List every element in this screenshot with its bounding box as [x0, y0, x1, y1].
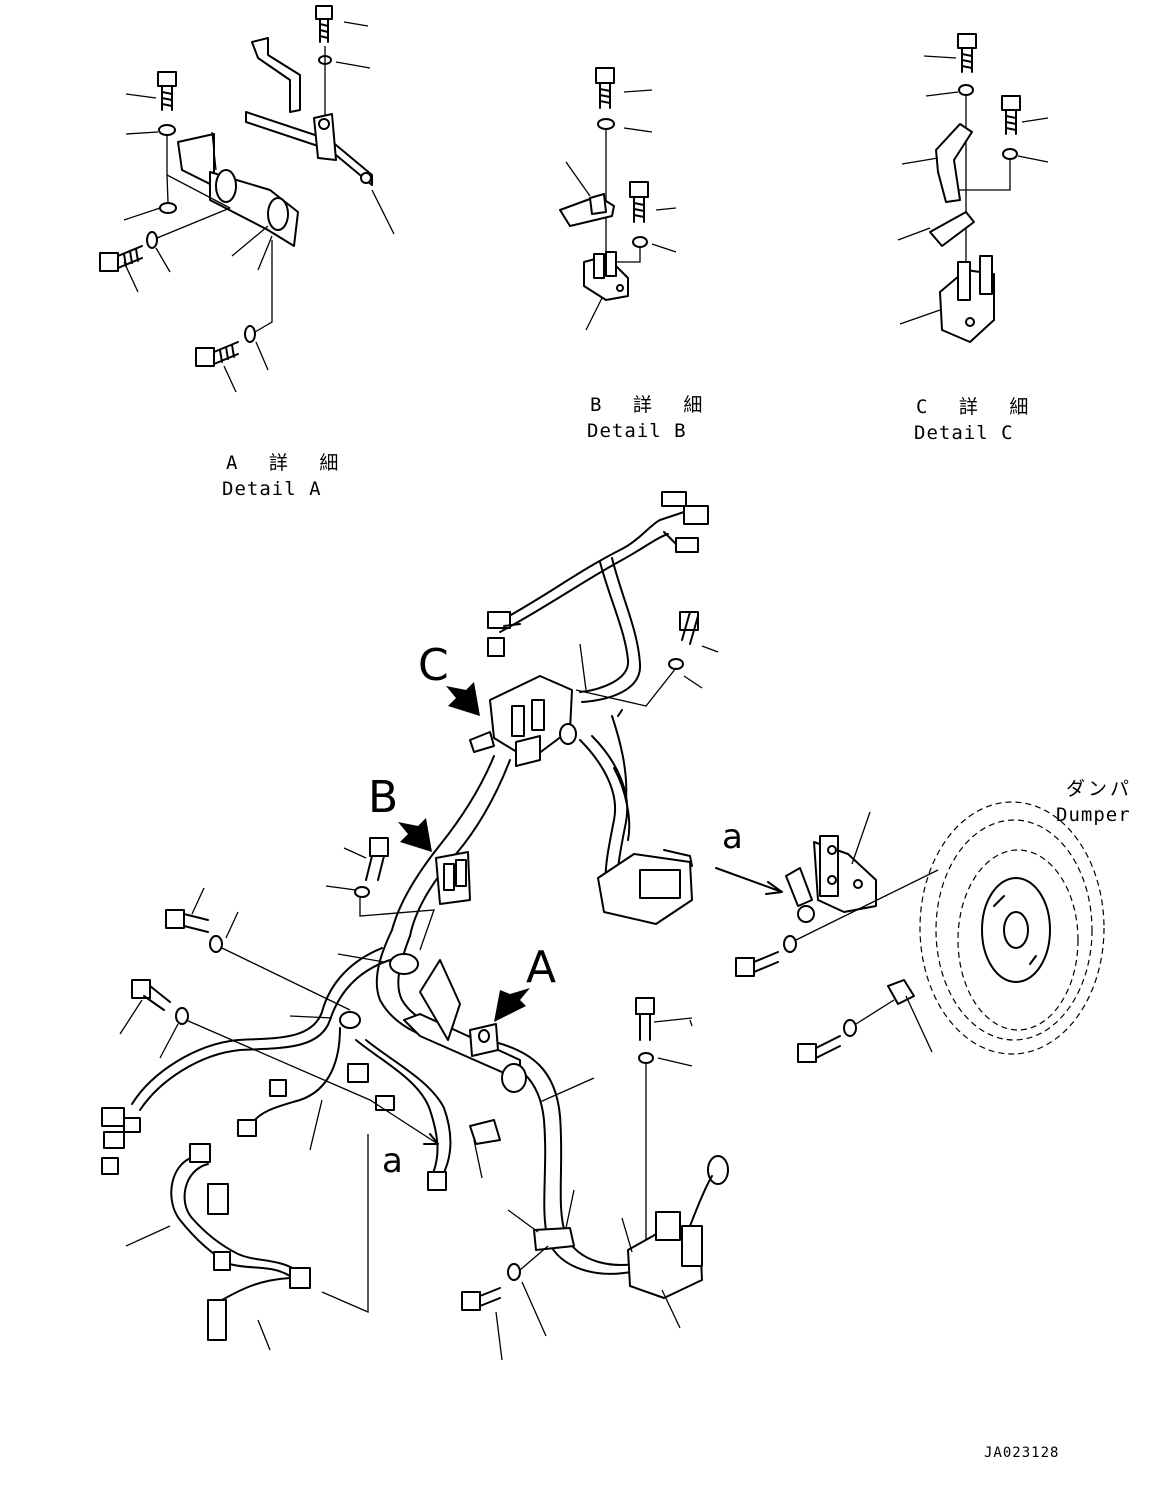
- standoff-bracket: [583, 251, 629, 301]
- dumper-en-label: Dumper: [1056, 804, 1131, 826]
- reference-a-upper: a: [722, 817, 743, 857]
- view-marker-a: A: [526, 942, 557, 993]
- clip: [339, 1011, 361, 1029]
- bolt: [315, 5, 333, 43]
- view-arrow-a: [494, 988, 530, 1022]
- mounting-bracket: [245, 37, 373, 186]
- view-marker-c: C: [418, 640, 449, 691]
- bolt: [157, 71, 177, 111]
- bolt: [679, 611, 699, 645]
- view-marker-b: B: [368, 772, 399, 823]
- dumper-jp-label: ダンパ: [1066, 778, 1133, 800]
- reference-a-lower: a: [382, 1141, 403, 1181]
- ref-arrow: [715, 867, 783, 895]
- washer: [159, 202, 177, 214]
- bolt: [195, 341, 239, 367]
- detail-c-en-label: Detail C: [914, 422, 1014, 444]
- washer: [668, 658, 684, 670]
- washer: [158, 124, 176, 136]
- washer: [1002, 148, 1018, 160]
- detail-a-jp-label: A 詳 細: [226, 452, 349, 474]
- bolt: [629, 181, 649, 223]
- sensor-bracket: [785, 835, 877, 923]
- washer: [209, 935, 223, 953]
- clip: [469, 1119, 501, 1145]
- connector-housing: [597, 849, 693, 925]
- bolt: [635, 997, 655, 1041]
- connector: [189, 1143, 311, 1341]
- connector: [487, 611, 521, 657]
- bolt: [165, 909, 209, 933]
- drawing-code: JA023128: [984, 1445, 1060, 1461]
- washer: [843, 1019, 857, 1037]
- detail-c-jp-label: C 詳 細: [916, 396, 1039, 418]
- dumper-disc: [919, 801, 1105, 1055]
- connector: [659, 491, 709, 553]
- bolt: [735, 951, 779, 977]
- bolt: [365, 837, 389, 881]
- bolt: [957, 33, 977, 73]
- view-arrow-c: [446, 682, 480, 716]
- harness-section: [177, 133, 299, 247]
- standoff-bracket: [939, 255, 995, 343]
- washer: [783, 935, 797, 953]
- washer: [958, 84, 974, 96]
- view-arrow-b: [398, 818, 432, 852]
- washer: [597, 118, 615, 130]
- bolt: [595, 67, 615, 109]
- junction-block-c: [469, 675, 577, 761]
- detail-a-en-label: Detail A: [222, 478, 322, 500]
- detail-c-illustration: [897, 33, 1049, 343]
- harness-section: [929, 123, 975, 247]
- detail-b-jp-label: B 詳 細: [590, 394, 713, 416]
- connector: [237, 1079, 287, 1137]
- connector: [101, 1107, 141, 1175]
- washer: [632, 236, 648, 248]
- bolt: [461, 1287, 501, 1311]
- washer: [244, 325, 256, 343]
- bolt: [99, 245, 143, 272]
- washer: [507, 1263, 521, 1281]
- clip: [515, 735, 541, 767]
- washer: [638, 1052, 654, 1064]
- clamp: [533, 1227, 575, 1251]
- detail-b-illustration: [559, 67, 677, 331]
- washer: [175, 1007, 189, 1025]
- bolt: [131, 979, 171, 1011]
- detail-b-en-label: Detail B: [587, 420, 687, 442]
- standoff-bracket-b: [435, 851, 471, 905]
- detail-a-illustration: [99, 5, 395, 393]
- washer: [146, 231, 158, 249]
- harness-clip: [559, 193, 615, 227]
- clip: [887, 979, 915, 1005]
- junction-block: [627, 1155, 729, 1299]
- bolt: [797, 1035, 841, 1063]
- bolt: [1001, 95, 1021, 135]
- main-harness: [101, 491, 729, 1361]
- mounting-bracket-a: [389, 953, 527, 1093]
- washer: [354, 886, 370, 898]
